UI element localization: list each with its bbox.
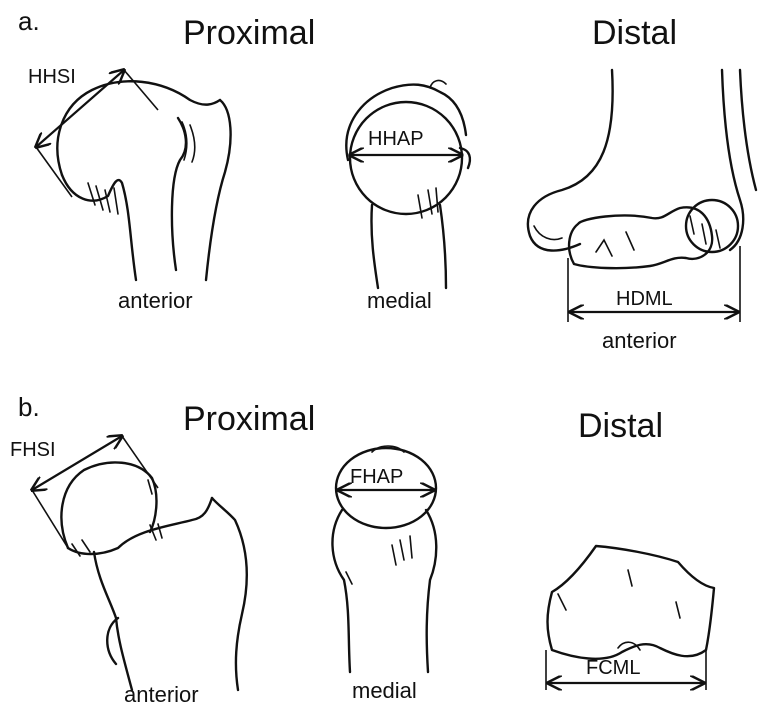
panel-b-medial-view-label: medial xyxy=(352,678,417,703)
hhsi-label: HHSI xyxy=(28,66,76,88)
humerus-distal-anterior-drawing: HDML anterior xyxy=(528,70,756,353)
fhsi-label: FHSI xyxy=(10,439,56,461)
panel-a-distal-anterior-view-label: anterior xyxy=(602,328,677,353)
humerus-proximal-medial-drawing: HHAP medial xyxy=(346,81,470,313)
hhap-label: HHAP xyxy=(368,128,424,150)
panel-a-proximal-heading: Proximal xyxy=(183,14,315,52)
femur-distal-drawing: FCML xyxy=(546,546,714,690)
panel-a-medial-view-label: medial xyxy=(367,288,432,313)
panel-b-proximal-heading: Proximal xyxy=(183,400,315,438)
panel-b-distal-heading: Distal xyxy=(578,407,663,445)
femur-proximal-medial-drawing: FHAP medial xyxy=(332,446,436,703)
fcml-label: FCML xyxy=(586,657,640,679)
panel-b: b. Proximal Distal FHSI anterior FHAP xyxy=(10,392,714,707)
panel-a: a. Proximal Distal HHSI anterior xyxy=(18,6,756,353)
femur-proximal-anterior-drawing: FHSI anterior xyxy=(10,436,247,707)
panel-a-anterior-view-label: anterior xyxy=(118,288,193,313)
panel-a-distal-heading: Distal xyxy=(592,14,677,52)
humerus-proximal-anterior-drawing: HHSI anterior xyxy=(28,66,231,313)
hdml-label: HDML xyxy=(616,288,673,310)
panel-a-letter: a. xyxy=(18,6,40,36)
fhap-label: FHAP xyxy=(350,466,403,488)
panel-b-anterior-view-label: anterior xyxy=(124,682,199,707)
panel-b-letter: b. xyxy=(18,392,40,422)
